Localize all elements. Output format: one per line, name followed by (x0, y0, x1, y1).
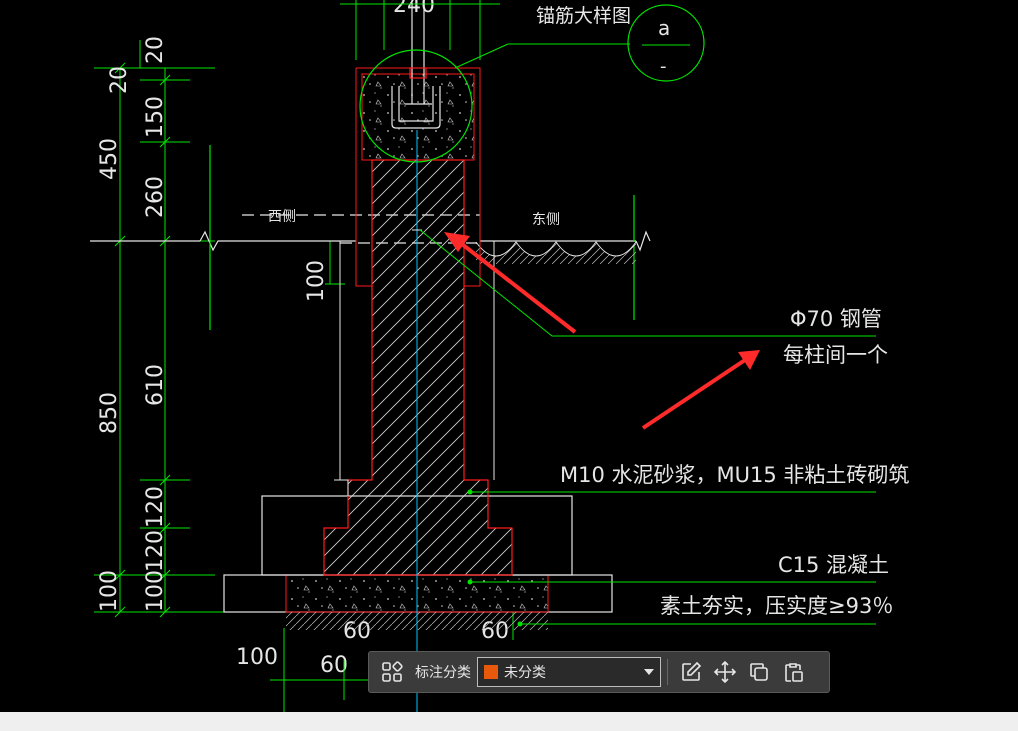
status-bar (0, 712, 1018, 731)
dim-60-bottom: 60 (320, 653, 348, 678)
callout-masonry: M10 水泥砂浆，MU15 非粘土砖砌筑 (560, 463, 909, 487)
detail-symbol-bottom: - (660, 56, 667, 77)
dim-150: 150 (143, 96, 168, 138)
callout-leaders (419, 229, 876, 627)
toolbar-divider (667, 659, 668, 685)
detail-symbol-top: a (658, 16, 670, 40)
dim-260: 260 (143, 176, 168, 218)
cad-drawing: 20 20 150 450 260 100 610 850 120 120 10… (90, 0, 909, 712)
detail-circle (359, 49, 473, 163)
chevron-down-icon (644, 669, 654, 675)
anchor-rebar (391, 0, 441, 129)
west-label: 西侧 (268, 209, 296, 225)
dim-850: 850 (97, 392, 122, 434)
dim-100-outer: 100 (97, 570, 122, 612)
left-dimension-inner (139, 40, 345, 618)
red-arrows (444, 232, 760, 430)
callout-concrete: C15 混凝土 (778, 553, 889, 577)
category-swatch (484, 665, 498, 679)
move-icon[interactable] (708, 655, 742, 689)
wall-section (323, 67, 513, 576)
dim-240: 240 (393, 0, 435, 18)
left-dimension-outer (94, 62, 300, 618)
cad-drawing-canvas[interactable]: 20 20 150 450 260 100 610 850 120 120 10… (0, 0, 1018, 712)
east-soil-hatch (475, 241, 637, 264)
paste-icon[interactable] (776, 655, 810, 689)
dim-100-mid: 100 (304, 260, 329, 302)
dim-610: 610 (143, 364, 168, 406)
dim-120-b: 120 (143, 530, 168, 572)
dim-20-top: 20 (143, 36, 168, 64)
annotation-toolbar: 标注分类 未分类 (368, 651, 830, 693)
callout-pipe: Φ70 钢管 (790, 307, 882, 331)
detail-symbol (627, 4, 705, 82)
ground-line (90, 145, 651, 330)
dim-100-inner: 100 (143, 570, 168, 612)
category-select[interactable]: 未分类 (477, 657, 661, 687)
dim-20-outer: 20 (107, 66, 132, 94)
category-select-value: 未分类 (504, 665, 546, 681)
category-label: 标注分类 (415, 665, 471, 681)
callout-pipe-note: 每柱间一个 (783, 343, 888, 367)
east-label: 东侧 (532, 212, 560, 228)
edit-icon[interactable] (674, 655, 708, 689)
dim-120-a: 120 (143, 486, 168, 528)
dim-450: 450 (97, 138, 122, 180)
copy-icon[interactable] (742, 655, 776, 689)
dim-100-bottom: 100 (236, 645, 278, 670)
grid-icon[interactable] (375, 655, 409, 689)
callout-soil: 素土夯实，压实度≥93％ (660, 594, 893, 618)
detail-title: 锚筋大样图 (536, 5, 631, 27)
